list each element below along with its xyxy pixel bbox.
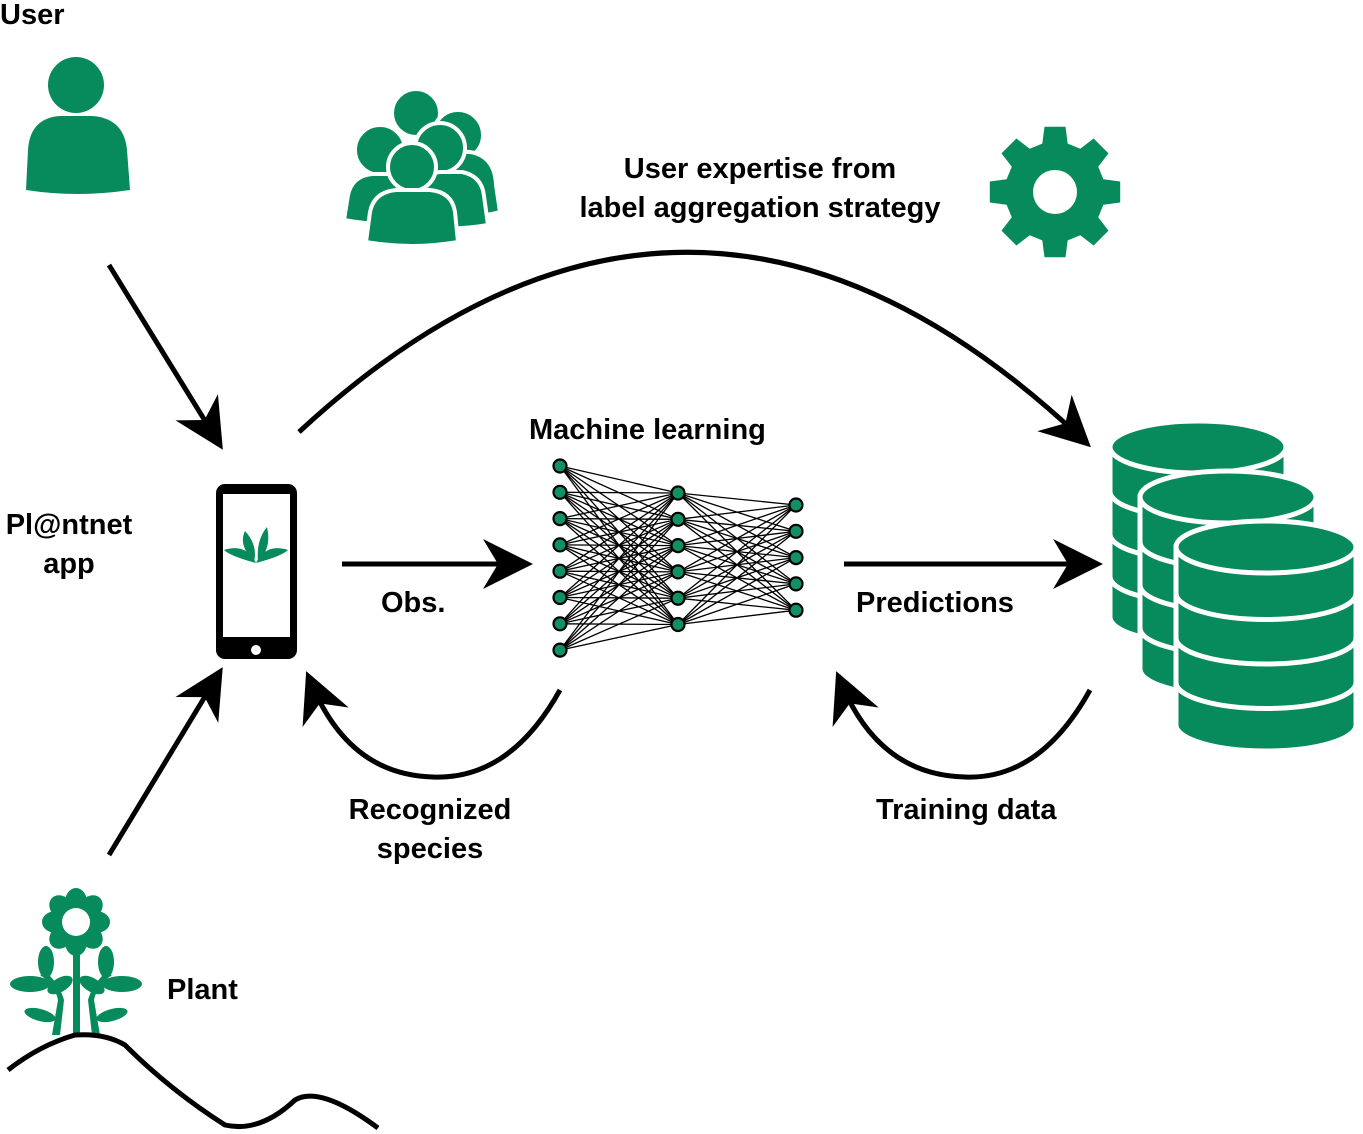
app-label-line1: Pl@ntnet	[5, 509, 133, 541]
network-edge	[677, 583, 797, 626]
user-label: User	[0, 0, 65, 31]
network-node-layer-1	[552, 589, 568, 606]
network-node-layer-2	[670, 511, 686, 527]
gear-hole	[1033, 170, 1077, 214]
network-edge	[677, 504, 797, 599]
smartphone-icon	[216, 484, 297, 659]
network-edge	[559, 492, 679, 625]
network-edge	[559, 492, 679, 520]
network-edge	[677, 504, 797, 573]
network-edge	[559, 545, 679, 651]
network-node-layer-1	[552, 510, 568, 527]
flower-plant-icon	[10, 888, 142, 1035]
network-node-layer-3	[788, 497, 804, 513]
network-edge	[559, 492, 679, 651]
network-node-layer-2	[670, 537, 686, 554]
network-nodes	[552, 458, 804, 658]
network-node-layer-3	[788, 549, 804, 566]
network-edge	[559, 518, 679, 651]
network-node-layer-1	[552, 642, 568, 658]
machine-learning-label: Machine learning	[529, 414, 766, 446]
network-edge	[677, 504, 797, 547]
expertise-label: User expertise from label aggregation st…	[560, 150, 960, 228]
user-to-app-arrow	[106, 263, 223, 450]
network-edge	[677, 609, 797, 626]
app-label-line2: app	[43, 548, 95, 580]
expertise-arrow	[297, 249, 1091, 448]
user-icon	[26, 57, 130, 194]
network-node-layer-2	[670, 616, 686, 633]
network-node-layer-1	[552, 537, 568, 553]
network-edge	[559, 491, 679, 494]
ground-line	[6, 1032, 380, 1131]
network-node-layer-3	[788, 602, 804, 618]
network-edge	[677, 530, 797, 626]
recognized-species-label: Recognized species	[330, 791, 530, 869]
recognized-label-line1: Recognized	[348, 794, 512, 826]
database-stack-icon	[1107, 418, 1359, 754]
network-edge	[677, 504, 797, 625]
gear-icon	[989, 126, 1121, 258]
network-node-layer-1	[552, 563, 568, 579]
network-node-layer-3	[788, 523, 804, 539]
plantnet-leaf-icon	[224, 527, 288, 563]
network-edge	[559, 597, 679, 651]
training-data-arrow	[832, 671, 1093, 780]
training-data-label: Training data	[876, 794, 1057, 826]
expertise-label-line1: User expertise from	[623, 153, 897, 185]
obs-label: Obs.	[381, 587, 446, 619]
plant-label: Plant	[167, 974, 238, 1006]
network-node-layer-1	[552, 484, 568, 500]
network-edge	[559, 492, 679, 572]
network-node-layer-2	[670, 564, 686, 580]
database-cylinder	[1173, 518, 1359, 754]
network-node-layer-2	[670, 590, 686, 606]
network-edge	[677, 492, 797, 506]
network-node-layer-1	[552, 616, 568, 632]
network-edge	[559, 465, 679, 494]
network-node-layer-1	[552, 458, 568, 474]
recognized-label-line2: species	[376, 833, 484, 865]
users-group-icon	[341, 87, 503, 248]
network-edge	[559, 492, 679, 598]
neural-network-icon	[552, 458, 804, 658]
predictions-label: Predictions	[856, 587, 1014, 619]
network-edge	[559, 623, 679, 651]
expertise-label-line2: label aggregation strategy	[579, 192, 941, 224]
network-edge	[559, 571, 679, 651]
network-node-layer-3	[788, 576, 804, 592]
network-node-layer-2	[670, 485, 686, 501]
network-edge	[677, 504, 797, 520]
network-edge	[677, 557, 797, 626]
app-label: Pl@ntnet app	[0, 506, 138, 584]
network-edges	[559, 465, 797, 651]
recognized-species-arrow	[302, 671, 563, 780]
network-edge	[559, 492, 679, 546]
plant-to-app-arrow	[106, 667, 223, 857]
